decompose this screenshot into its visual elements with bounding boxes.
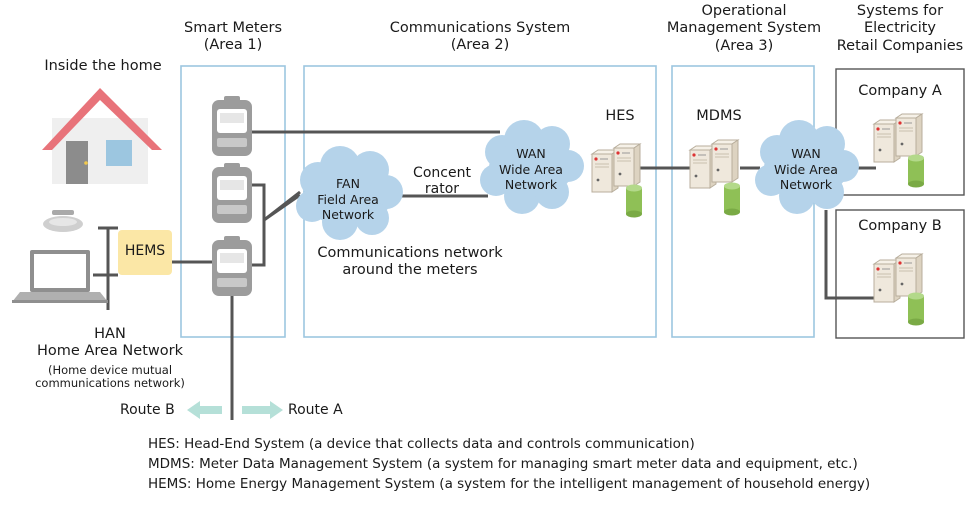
detector-illustration	[43, 210, 83, 232]
mdms-label: MDMS	[696, 108, 742, 124]
legend-hes: HES: Head-End System (a device that coll…	[148, 436, 695, 452]
route-a-label: Route A	[288, 402, 343, 418]
mdms-servers	[689, 139, 740, 216]
route-b-label: Route B	[120, 402, 175, 418]
route-arrows	[187, 401, 283, 419]
hems-label: HEMS	[124, 243, 166, 259]
area-2-title: Communications System(Area 2)	[389, 20, 571, 54]
area-1-title: Smart Meters(Area 1)	[183, 20, 283, 54]
house-illustration	[42, 88, 162, 184]
wan2-cloud-shape	[755, 120, 859, 214]
hes-label: HES	[605, 108, 635, 124]
legend-mdms: MDMS: Meter Data Management System (a sy…	[148, 456, 858, 472]
company-b-box	[835, 209, 965, 339]
hems-box	[118, 230, 172, 275]
wan1-cloud-shape	[480, 120, 584, 214]
laptop-illustration	[12, 250, 108, 303]
company-b-label: Company B	[858, 218, 942, 234]
company-a-label: Company A	[858, 83, 942, 99]
han-label: HAN Home Area Network	[37, 326, 183, 360]
company-a-servers	[873, 113, 924, 188]
fan-cloud-shape	[296, 146, 403, 240]
legend-hems: HEMS: Home Energy Management System (a s…	[148, 476, 871, 492]
home-title: Inside the home	[44, 58, 162, 74]
company-b-servers	[873, 253, 924, 326]
hes-servers	[591, 143, 642, 218]
